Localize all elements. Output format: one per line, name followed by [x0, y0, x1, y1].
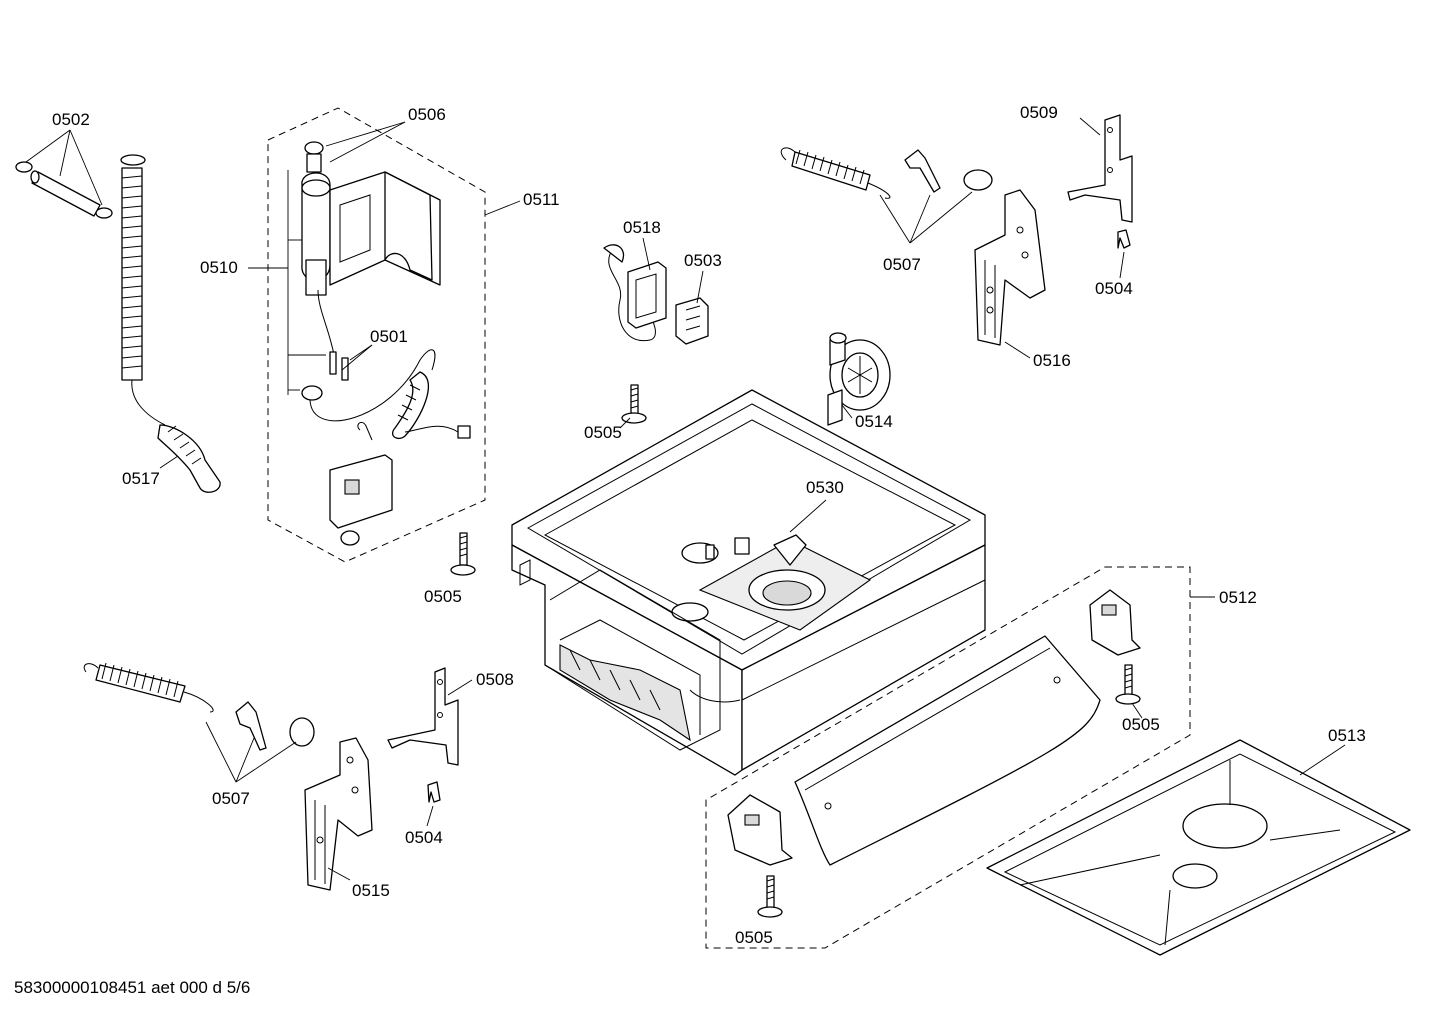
label-0511: 0511: [523, 190, 560, 209]
group-0512-front-plinth: [705, 566, 1215, 949]
part-0505-screw-d: [757, 875, 783, 918]
label-0508: 0508: [476, 670, 514, 689]
label-0506: 0506: [408, 105, 446, 124]
part-0507-spring-bottom: [83, 662, 315, 783]
label-0530: 0530: [806, 478, 844, 497]
label-0515: 0515: [352, 881, 390, 900]
label-0504-b: 0504: [405, 828, 443, 847]
part-0514-drain-pump: [827, 332, 891, 426]
part-0517-drain-hose: [120, 154, 221, 493]
label-0501: 0501: [370, 327, 408, 346]
part-0504-clip-bottom: [426, 781, 441, 827]
label-0514: 0514: [855, 412, 893, 431]
part-0507-spring-top: [780, 147, 993, 244]
label-0518: 0518: [623, 218, 661, 237]
document-id-footer: 58300000108451 aet 000 d 5/6: [14, 978, 251, 997]
label-0503: 0503: [684, 251, 722, 270]
label-0502: 0502: [52, 110, 90, 129]
label-0505-a: 0505: [584, 423, 622, 442]
label-0517: 0517: [122, 469, 160, 488]
label-0504-a: 0504: [1095, 279, 1133, 298]
callout-labels: 0502 0506 0511 0510 0501 0517 0518 0503 …: [52, 103, 1366, 947]
part-0502-clamps-tube: [15, 129, 113, 219]
part-0505-screw-c: [1115, 664, 1141, 705]
part-0505-screw-b: [450, 532, 476, 576]
label-0510: 0510: [200, 258, 238, 277]
label-0505-b: 0505: [424, 587, 462, 606]
label-0512: 0512: [1219, 588, 1257, 607]
part-0516-hinge-bracket: [974, 189, 1046, 359]
part-0505-screw-a: [619, 384, 647, 429]
part-base-tub: [511, 389, 986, 776]
part-0504-clip-top: [1117, 229, 1131, 279]
part-0513-base-plate: [986, 739, 1411, 956]
label-0505-c: 0505: [1122, 715, 1160, 734]
label-0513: 0513: [1328, 726, 1366, 745]
part-0503-capacitor: [675, 270, 709, 345]
part-0508-hinge: [387, 667, 473, 766]
group-0511-valve-assembly: [248, 107, 521, 563]
part-0518-cable-harness: [603, 237, 667, 342]
label-0507-b: 0507: [212, 789, 250, 808]
part-0515-bracket: [304, 737, 373, 891]
label-0509: 0509: [1020, 103, 1058, 122]
part-0509-hinge: [1067, 114, 1133, 223]
label-0507-a: 0507: [883, 255, 921, 274]
label-0516: 0516: [1033, 351, 1071, 370]
label-0505-d: 0505: [735, 928, 773, 947]
